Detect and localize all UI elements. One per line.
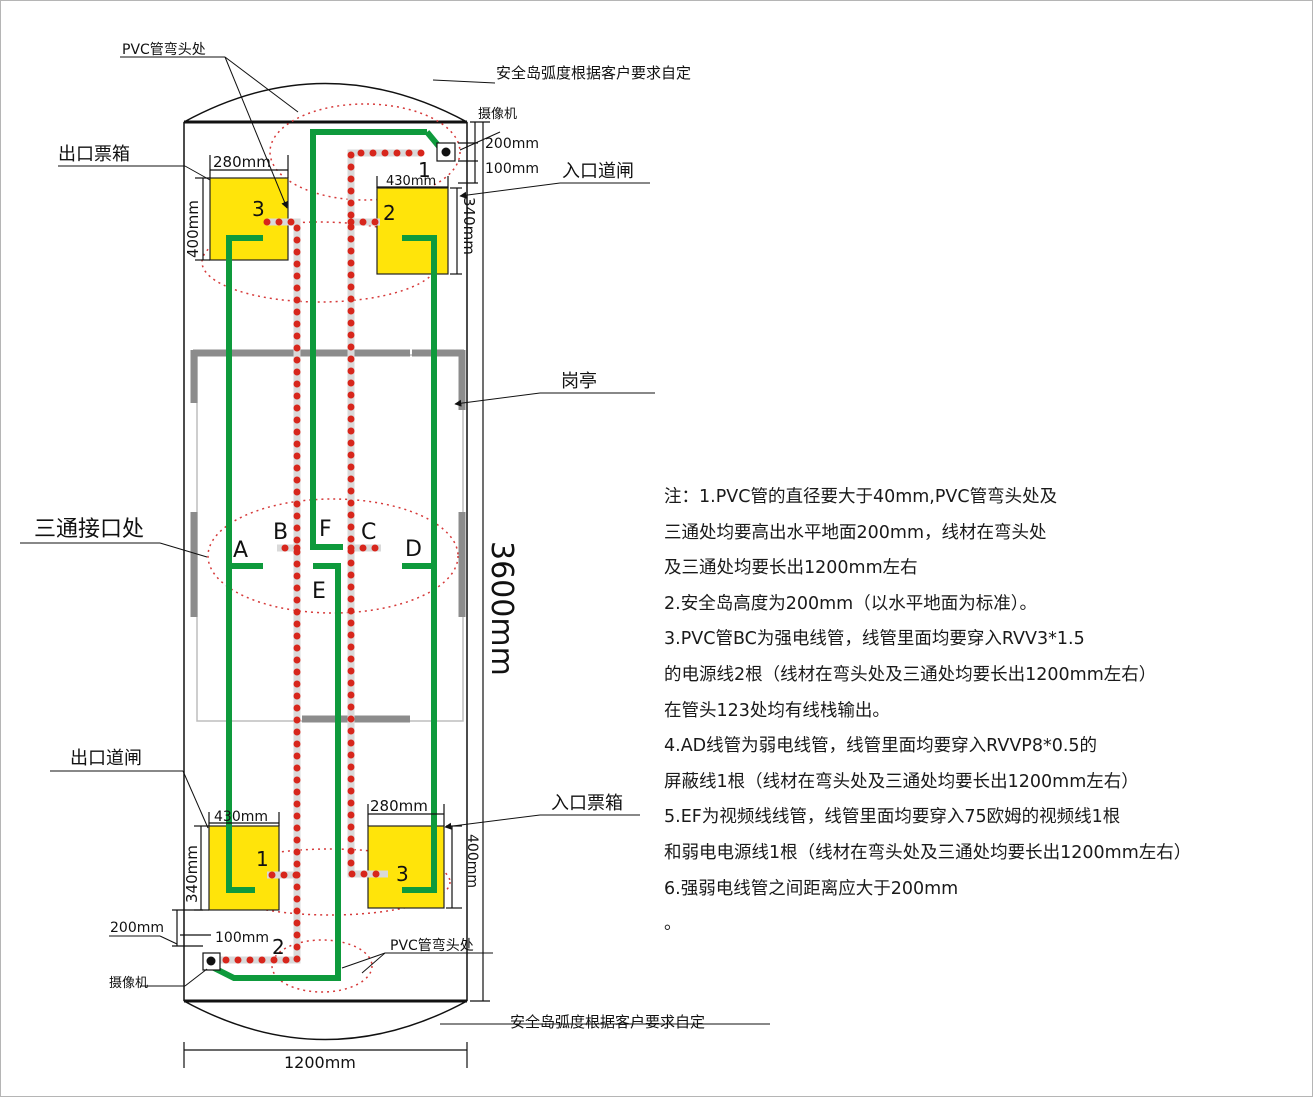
tee-junction-label: 三通接口处 xyxy=(34,517,144,542)
dim-total-length: 3600mm xyxy=(484,541,519,676)
booth-label: 岗亭 xyxy=(561,371,597,392)
marker-top-1: 1 xyxy=(418,158,431,182)
marker-c: C xyxy=(361,520,376,545)
note-line: 三通处均要高出水平地面200mm，线材在弯头处 xyxy=(664,522,1047,543)
entry-gate-shape xyxy=(376,187,449,275)
note-line: 和弱电电源线1根（线材在弯头处及三通处均要长出1200mm左右） xyxy=(664,842,1192,863)
conduit-e xyxy=(210,563,341,981)
dim-100-bottom: 100mm xyxy=(215,930,269,946)
pvc-bend-bottom-label: PVC管弯头处 xyxy=(390,937,474,954)
marker-bottom-2: 2 xyxy=(272,935,285,959)
camera-bottom-icon xyxy=(202,952,221,971)
safety-island xyxy=(183,82,468,1041)
equipment-boxes xyxy=(208,177,449,911)
note-line: 2.安全岛高度为200mm（以水平地面为标准）。 xyxy=(664,593,1037,614)
notes-block: 注：1.PVC管的直径要大于40mm,PVC管弯头处及 三通处均要高出水平地面2… xyxy=(664,480,1309,943)
power-conduits xyxy=(216,149,425,964)
dim-200-top: 200mm xyxy=(485,136,539,152)
marker-b: B xyxy=(273,520,288,545)
dim-total-width: 1200mm xyxy=(284,1053,356,1072)
island-arc-bottom-label: 安全岛弧度根据客户要求自定 xyxy=(510,1013,705,1031)
marker-a: A xyxy=(233,538,248,563)
port-markers: A B F C D E 1 2 3 1 2 3 xyxy=(233,158,431,959)
island-arc-top-label: 安全岛弧度根据客户要求自定 xyxy=(496,64,691,82)
note-line: 及三通处均要长出1200mm左右 xyxy=(664,558,918,579)
dim-height-340-top: 340mm xyxy=(460,197,478,255)
note-line: 注：1.PVC管的直径要大于40mm,PVC管弯头处及 xyxy=(664,487,1058,507)
note-line: 。 xyxy=(664,914,682,935)
note-line: 屏蔽线1根（线材在弯头处及三通处均要长出1200mm左右） xyxy=(664,771,1139,792)
dim-width-430-bottom: 430mm xyxy=(214,809,268,825)
entry-gate-label: 入口道闸 xyxy=(562,161,634,182)
dim-height-400-bottom: 400mm xyxy=(464,834,480,888)
camera-bottom-label: 摄像机 xyxy=(109,976,148,991)
camera-top-label: 摄像机 xyxy=(478,107,517,122)
dim-100-top: 100mm xyxy=(485,161,539,177)
camera-top-icon xyxy=(436,142,456,162)
marker-bottom-1: 1 xyxy=(256,847,269,871)
entry-ticket-box-label: 入口票箱 xyxy=(551,793,623,814)
note-line: 5.EF为视频线线管，线管里面均要穿入75欧姆的视频线1根 xyxy=(664,807,1121,828)
conduit-f xyxy=(310,129,427,550)
marker-bottom-3: 3 xyxy=(396,862,409,886)
note-line: 在管头123处均有线栈输出。 xyxy=(664,700,890,721)
dim-height-340-bottom: 340mm xyxy=(183,845,201,903)
marker-f: F xyxy=(319,517,332,542)
marker-e: E xyxy=(312,579,326,604)
exit-ticket-box-label: 出口票箱 xyxy=(58,144,130,165)
green-conduits xyxy=(210,129,449,981)
exit-gate-label: 出口道闸 xyxy=(70,748,142,769)
note-line: 6.强弱电线管之间距离应大于200mm xyxy=(664,878,959,899)
note-line: 4.AD线管为弱电线管，线管里面均要穿入RVVP8*0.5的 xyxy=(664,736,1098,757)
dim-width-280-top: 280mm xyxy=(213,153,271,171)
marker-d: D xyxy=(405,537,422,562)
pvc-bend-top-label: PVC管弯头处 xyxy=(122,41,206,58)
note-line: 3.PVC管BC为强电线管，线管里面均要穿入RVV3*1.5 xyxy=(664,629,1085,650)
dim-width-280-bottom: 280mm xyxy=(370,797,428,815)
exit-gate-shape xyxy=(208,825,280,911)
dim-height-400-top: 400mm xyxy=(184,200,202,258)
dim-200-bottom: 200mm xyxy=(110,920,164,936)
note-line: 的电源线2根（线材在弯头处及三通处均要长出1200mm左右） xyxy=(664,664,1157,685)
marker-top-2: 2 xyxy=(383,201,396,225)
marker-top-3: 3 xyxy=(252,197,265,221)
dim-width-430-top: 430mm xyxy=(386,174,436,189)
leader-lines xyxy=(20,56,770,1025)
